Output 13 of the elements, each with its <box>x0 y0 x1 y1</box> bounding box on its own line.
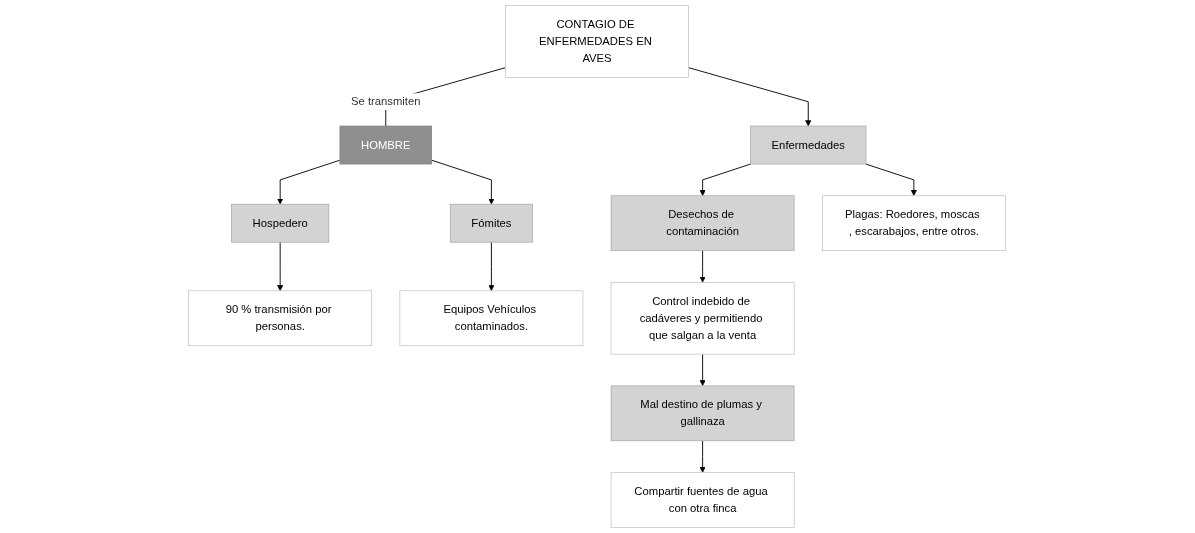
node-box: Mal destino de plumas y gallinaza <box>611 385 795 442</box>
node-box: HOMBRE <box>340 125 433 165</box>
node-box: Compartir fuentes de agua con otra finca <box>611 472 795 528</box>
node-box: Equipos Vehículos contaminados. <box>400 290 584 347</box>
node-box: Control indebido de cadáveres y permitiendo que salgan a la venta <box>611 282 795 355</box>
node-box: Plagas: Roedores, moscas , escarabajos, entre otros. <box>822 195 1007 251</box>
node-box: Desechos de contaminación <box>611 195 795 251</box>
node-box: Hospedero <box>231 203 330 243</box>
node-box: Fómites <box>450 203 534 243</box>
node-box: CONTAGIO DE ENFERMEDADES EN AVES <box>505 5 690 78</box>
node-box: 90 % transmisión por personas. <box>188 290 373 347</box>
edge-label: Se transmiten <box>351 95 422 108</box>
node-box: Enfermedades <box>750 125 867 165</box>
